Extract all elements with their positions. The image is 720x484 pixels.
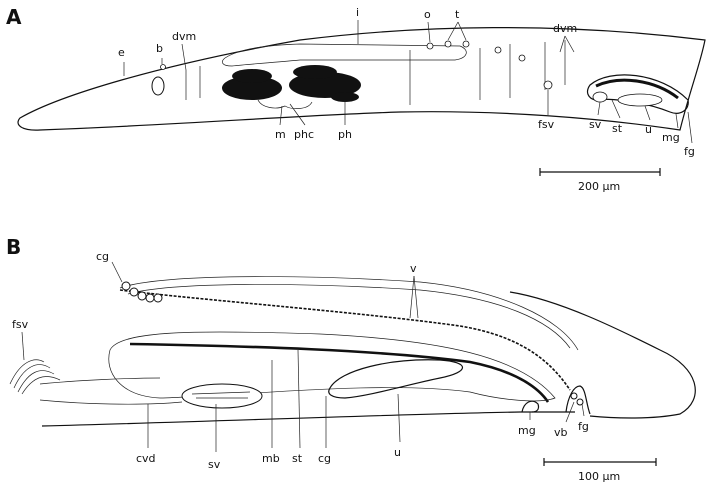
- genital-pores: [521, 385, 591, 415]
- scale-bar-a: 200 µm: [539, 168, 661, 193]
- penis-bulb: [108, 331, 556, 402]
- label-e: e: [118, 46, 125, 59]
- panel-b-leader-lines: [21, 261, 585, 452]
- scale-bar-a-label: 200 µm: [578, 180, 620, 193]
- false-seminal-vesicle: [9, 359, 61, 395]
- label-dvm-posterior: dvm: [553, 22, 577, 35]
- intestine: [222, 43, 467, 67]
- label-sv: sv: [589, 118, 602, 131]
- cement-glands-anterior: [121, 281, 163, 303]
- panel-a-letter: A: [6, 5, 22, 29]
- panel-a: A: [6, 5, 706, 193]
- body-wall-ventral: [41, 411, 575, 427]
- label-st-b: st: [292, 452, 303, 465]
- label-u-b: u: [394, 446, 401, 459]
- label-m: m: [275, 128, 286, 141]
- label-fg-b: fg: [578, 420, 589, 433]
- uterus: [328, 359, 463, 399]
- seminal-vesicle: [181, 383, 263, 409]
- label-sv-b: sv: [208, 458, 221, 471]
- panel-b-letter: B: [6, 235, 21, 259]
- label-t: t: [455, 8, 460, 21]
- dorsal-epidermis: [119, 276, 579, 351]
- label-cg-dorsal: cg: [96, 250, 109, 263]
- body-wall-dorsal: [509, 291, 696, 419]
- label-o: o: [424, 8, 431, 21]
- label-ph: ph: [338, 128, 352, 141]
- copulatory-apparatus: [543, 74, 689, 114]
- scale-bar-b-label: 100 µm: [578, 470, 620, 483]
- label-u: u: [645, 123, 652, 136]
- dorsal-epidermis-inner: [127, 284, 571, 349]
- brain: [151, 76, 165, 96]
- body-wall-anterior: [39, 377, 161, 385]
- panel-a-leader-lines: [123, 20, 693, 144]
- label-mb: mb: [262, 452, 280, 465]
- label-v: v: [410, 262, 417, 275]
- panel-b: B: [6, 235, 696, 483]
- label-mg-b: mg: [518, 424, 536, 437]
- label-cvd: cvd: [136, 452, 156, 465]
- label-b: b: [156, 42, 163, 55]
- label-fsv-b: fsv: [12, 318, 29, 331]
- stylet: [129, 342, 550, 403]
- seminal-vesicle-texture: [191, 391, 251, 399]
- pharynx-mass: [222, 65, 361, 102]
- label-dvm-anterior: dvm: [172, 30, 196, 43]
- label-fg: fg: [684, 145, 695, 158]
- vagina: [119, 289, 571, 391]
- eye: [160, 64, 166, 70]
- label-mg: mg: [662, 131, 680, 144]
- label-phc: phc: [294, 128, 314, 141]
- label-i: i: [356, 6, 359, 19]
- label-fsv: fsv: [538, 118, 555, 131]
- label-st: st: [612, 122, 623, 135]
- testes: [426, 40, 526, 62]
- pharyngeal-cavity: [257, 99, 313, 109]
- label-cg-ventral: cg: [318, 452, 331, 465]
- label-vb: vb: [554, 426, 568, 439]
- common-vas-deferens: [39, 399, 183, 405]
- scale-bar-b: 100 µm: [543, 458, 657, 483]
